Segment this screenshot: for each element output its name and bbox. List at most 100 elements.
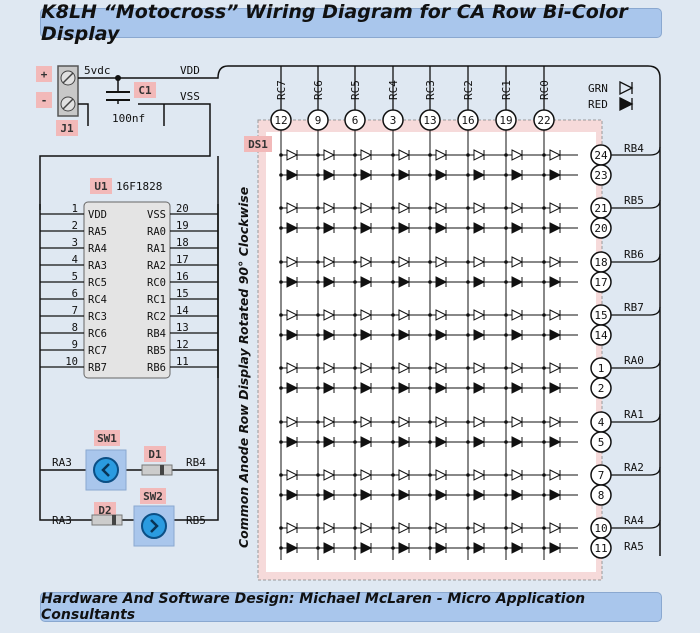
mcu-right-pin-name: RA0 — [147, 226, 166, 238]
led-matrix — [279, 149, 578, 554]
row-net-label: RA2 — [624, 461, 644, 474]
red-led-icon — [286, 222, 299, 234]
mcu-part-number: 16F1828 — [116, 180, 162, 193]
led-cell — [353, 522, 373, 554]
led-cell — [353, 256, 373, 288]
green-led-icon — [549, 149, 562, 161]
red-led-icon — [323, 382, 336, 394]
row-pin-number: 5 — [598, 436, 605, 449]
green-led-icon — [286, 256, 299, 268]
mcu-left-pin-number: 2 — [72, 220, 78, 232]
row-pin-number: 2 — [598, 382, 605, 395]
green-led-icon — [435, 416, 448, 428]
led-cell — [391, 309, 411, 341]
green-led-icon — [286, 416, 299, 428]
red-led-icon — [511, 489, 524, 501]
row-pin-number: 7 — [598, 469, 605, 482]
led-cell — [504, 149, 524, 181]
green-led-icon — [323, 362, 336, 374]
led-cell — [279, 469, 299, 501]
led-cell — [504, 202, 524, 234]
green-led-icon — [473, 309, 486, 321]
column-label: RC3 — [424, 80, 437, 100]
red-led-icon — [286, 276, 299, 288]
led-cell — [353, 149, 373, 181]
green-led-icon — [511, 522, 524, 534]
led-cell — [391, 416, 411, 448]
column-pin-number: 13 — [423, 114, 436, 127]
red-led-icon — [398, 436, 411, 448]
led-cell — [353, 469, 373, 501]
led-cell — [279, 309, 299, 341]
led-cell — [391, 202, 411, 234]
mcu-left-pin-number: 10 — [65, 356, 78, 368]
mcu-left-pin-number: 5 — [72, 271, 78, 283]
switch-wiring — [39, 156, 219, 521]
red-led-icon — [360, 436, 373, 448]
red-led-icon — [360, 382, 373, 394]
mcu-right-pin-name: RA1 — [147, 243, 166, 255]
led-cell — [316, 522, 336, 554]
led-cell — [391, 469, 411, 501]
red-led-icon — [360, 169, 373, 181]
green-led-icon — [619, 80, 634, 96]
led-cell — [504, 309, 524, 341]
mcu-right-pin-name: RC0 — [147, 277, 166, 289]
red-led-icon — [511, 436, 524, 448]
row-pin-number: 15 — [594, 309, 607, 322]
mcu-left-pin-number: 9 — [72, 339, 78, 351]
green-led-icon — [511, 256, 524, 268]
green-led-icon — [511, 202, 524, 214]
red-led-icon — [286, 382, 299, 394]
row-pin — [590, 217, 612, 239]
column-pin — [344, 109, 366, 131]
row-connections: 24232120181715141245781011RB4RB5RB6RB7RA… — [590, 78, 661, 559]
red-led-icon — [511, 276, 524, 288]
green-led-icon — [360, 416, 373, 428]
red-led-icon — [549, 222, 562, 234]
green-led-icon — [286, 362, 299, 374]
mcu-left-pin-number: 3 — [72, 237, 78, 249]
green-led-icon — [323, 416, 336, 428]
sw1-knob-icon — [93, 457, 119, 483]
led-cell — [353, 202, 373, 234]
led-cell — [504, 362, 524, 394]
column-label: RC2 — [462, 80, 475, 100]
mcu-left-pin-name: RA5 — [88, 226, 107, 238]
mcu-right-pin-name: RB5 — [147, 345, 166, 357]
green-led-icon — [473, 469, 486, 481]
led-cell — [428, 309, 448, 341]
red-led-icon — [435, 276, 448, 288]
row-pin — [590, 271, 612, 293]
green-led-icon — [360, 309, 373, 321]
sw2-right-net: RB5 — [186, 514, 206, 527]
led-cell — [542, 309, 562, 341]
red-led-icon — [511, 382, 524, 394]
row-pin — [590, 164, 612, 186]
green-led-icon — [323, 309, 336, 321]
column-pin-number: 6 — [352, 114, 359, 127]
red-led-icon — [286, 169, 299, 181]
led-cell — [391, 522, 411, 554]
green-led-icon — [286, 202, 299, 214]
red-led-icon — [549, 542, 562, 554]
red-led-icon — [323, 489, 336, 501]
row-pin-number: 11 — [594, 542, 607, 555]
red-led-icon — [435, 169, 448, 181]
mcu-left-pin-name: VDD — [88, 209, 107, 221]
led-cell — [466, 202, 486, 234]
mcu-left-pin-name: RB7 — [88, 362, 107, 374]
d2-label: D2 — [98, 504, 111, 517]
mcu-left-pin-name: RC6 — [88, 328, 107, 340]
mcu-left-pin-name: RC5 — [88, 277, 107, 289]
green-led-icon — [435, 256, 448, 268]
row-net-label: RA5 — [624, 540, 644, 553]
green-led-icon — [549, 522, 562, 534]
green-led-icon — [398, 362, 411, 374]
mcu-right-pin-number: 18 — [176, 237, 189, 249]
led-cell — [316, 416, 336, 448]
row-pin-number: 4 — [598, 416, 605, 429]
green-led-icon — [323, 522, 336, 534]
mcu-right-pin-number: 11 — [176, 356, 189, 368]
row-pin-number: 14 — [594, 329, 608, 342]
